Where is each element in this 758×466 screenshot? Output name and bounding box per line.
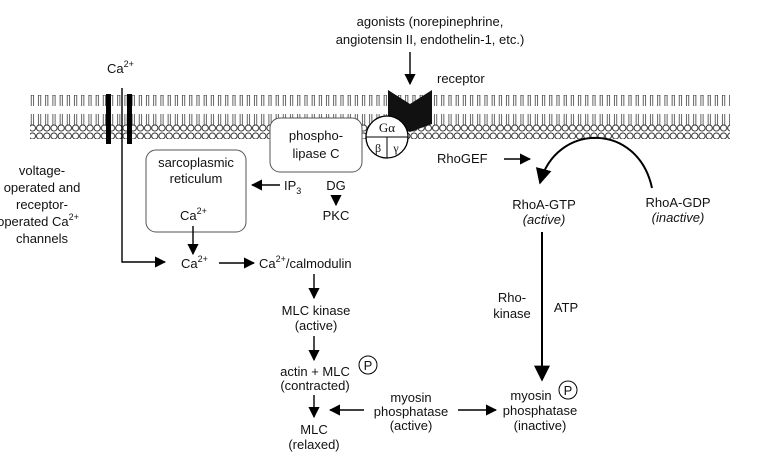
rhoa-gdp-state: (inactive) xyxy=(652,210,705,225)
atp-label: ATP xyxy=(554,300,578,315)
svg-text:channels: channels xyxy=(16,231,69,246)
calcium-calmodulin-label: Ca2+/calmodulin xyxy=(259,254,352,271)
dg-label: DG xyxy=(326,178,346,193)
rhoa-activation-arc xyxy=(535,136,653,189)
mlc-kinase-state: (active) xyxy=(295,318,338,333)
channel-ca-label: Ca2+ xyxy=(107,59,134,76)
ip3-label: IP3 xyxy=(284,178,301,196)
agonists-label: agonists (norepinephrine, angiotensin II… xyxy=(336,14,525,47)
phosphate-label-mlc: P xyxy=(364,358,373,373)
mlc-kinase-label: MLC kinase xyxy=(282,303,351,318)
svg-text:Gα: Gα xyxy=(379,120,395,135)
myosin-phosphatase-active-state: (active) xyxy=(390,418,433,433)
sr-label-line2: reticulum xyxy=(170,171,223,186)
rhogef-label: RhoGEF xyxy=(437,151,488,166)
rho-kinase-label-line1: Rho- xyxy=(498,290,526,305)
svg-text:γ: γ xyxy=(392,141,399,155)
phosphate-circle-mlc xyxy=(358,355,378,375)
mlc-relaxed-label: MLC xyxy=(300,422,327,437)
rhoa-gtp-state: (active) xyxy=(523,212,566,227)
sarcoplasmic-reticulum-box xyxy=(145,149,247,233)
rhoa-gtp-label: RhoA-GTP xyxy=(512,197,576,212)
g-protein: Gα β γ xyxy=(365,115,409,159)
pkc-label: PKC xyxy=(323,208,350,223)
myosin-phosphatase-inactive-line1: myosin xyxy=(510,388,551,403)
rhoa-gdp-label: RhoA-GDP xyxy=(645,195,710,210)
myosin-phosphatase-active-line1: myosin xyxy=(390,390,431,405)
plc-label-line1: phospho- xyxy=(289,128,343,143)
svg-text:β: β xyxy=(375,141,381,155)
phosphate-circle-phosphatase xyxy=(558,380,578,400)
channels-label: voltage- operated and receptor- operated… xyxy=(0,163,80,246)
svg-text:angiotensin II, endothelin-1,: angiotensin II, endothelin-1, etc.) xyxy=(336,32,525,47)
actin-mlc-state: (contracted) xyxy=(280,378,349,393)
phospholipase-c-box xyxy=(269,117,363,173)
calcium-influx-line xyxy=(121,88,167,268)
receptor-label: receptor xyxy=(437,71,485,86)
myosin-phosphatase-inactive-line2: phosphatase xyxy=(503,403,577,418)
sr-label-line1: sarcoplasmic xyxy=(158,155,234,170)
phosphate-label-phosphatase: P xyxy=(564,383,573,398)
svg-text:voltage-: voltage- xyxy=(19,163,65,178)
svg-text:operated and: operated and xyxy=(4,180,81,195)
actin-mlc-label: actin + MLC xyxy=(280,364,350,379)
svg-text:operated Ca2+: operated Ca2+ xyxy=(0,212,79,229)
rho-kinase-label-line2: kinase xyxy=(493,306,531,321)
free-calcium-label: Ca2+ xyxy=(181,254,208,271)
svg-text:receptor-: receptor- xyxy=(16,197,68,212)
plc-label-line2: lipase C xyxy=(293,146,340,161)
myosin-phosphatase-inactive-state: (inactive) xyxy=(514,418,567,433)
myosin-phosphatase-active-line2: phosphatase xyxy=(374,404,448,419)
calcium-channel xyxy=(106,94,132,144)
mlc-relaxed-state: (relaxed) xyxy=(288,437,339,452)
sr-calcium-label: Ca2+ xyxy=(180,206,207,223)
svg-text:agonists (norepinephrine,: agonists (norepinephrine, xyxy=(357,14,504,29)
